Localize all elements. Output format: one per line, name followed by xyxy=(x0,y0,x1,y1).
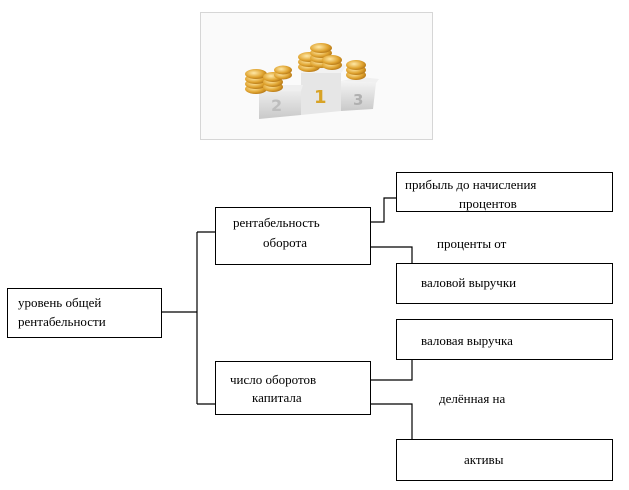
leaf-gross-revenue-label: валовая выручка xyxy=(421,333,513,348)
leaf-profit-line-1: прибыль до начисления xyxy=(405,177,537,192)
node-capital-turnover: число оборотов капитала xyxy=(215,361,371,415)
podium-coins-illustration: 2 1 3 xyxy=(200,12,433,140)
leaf-gross-revenue: валовая выручка xyxy=(396,319,613,360)
leaf-assets: активы xyxy=(396,439,613,481)
root-node-line-2: рентабельности xyxy=(18,314,106,329)
node-capital-line-1: число оборотов xyxy=(230,372,317,387)
podium-label-3: 3 xyxy=(353,91,363,109)
connector-turnover-to-gross-revenue xyxy=(370,246,413,265)
podium-label-1: 1 xyxy=(314,87,327,108)
connector-capital-to-assets xyxy=(370,403,413,440)
root-node-line-1: уровень общей xyxy=(18,295,102,310)
node-capital-line-2: капитала xyxy=(252,390,302,405)
connector-label-percent-of: проценты от xyxy=(437,236,507,251)
podium-coins-icon: 2 1 3 xyxy=(245,43,379,119)
leaf-gross-revenue-genitive: валовой выручки xyxy=(396,263,613,304)
leaf-profit-before-interest: прибыль до начисления процентов xyxy=(396,172,613,212)
leaf-assets-label: активы xyxy=(464,452,504,467)
coin-stacks xyxy=(245,43,366,94)
podium-label-2: 2 xyxy=(271,96,282,115)
node-turnover-profitability: рентабельность оборота xyxy=(215,207,371,265)
leaf-gross-revenue-genitive-label: валовой выручки xyxy=(421,275,517,290)
node-turnover-line-2: оборота xyxy=(263,235,308,250)
node-turnover-line-1: рентабельность xyxy=(233,215,320,230)
connector-turnover-to-profit xyxy=(370,197,396,223)
root-node-overall-profitability: уровень общей рентабельности xyxy=(7,288,162,338)
leaf-profit-line-2: процентов xyxy=(459,196,517,211)
connector-label-divided-by: делённая на xyxy=(439,391,506,406)
connector-capital-to-gross-revenue xyxy=(370,360,413,381)
